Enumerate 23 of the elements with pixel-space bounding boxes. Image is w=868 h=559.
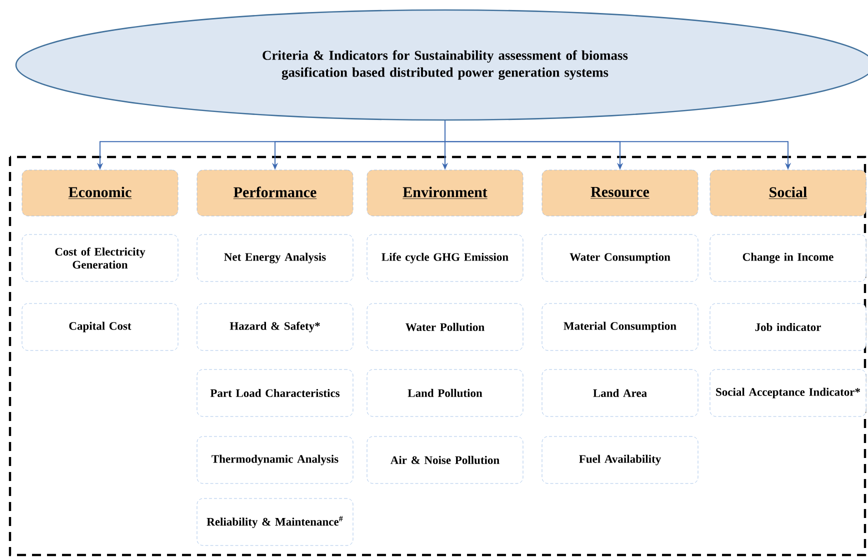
indicator-box: Change in Income	[710, 234, 866, 282]
indicator-box: Social Acceptance Indicator*	[710, 369, 866, 417]
indicator-box: Thermodynamic Analysis	[196, 436, 354, 484]
criterion-box: Economic	[22, 170, 178, 216]
indicator-box: Capital Cost	[22, 303, 178, 351]
indicator-box: Water Consumption	[542, 234, 698, 282]
indicator-box: Hazard & Safety*	[196, 303, 354, 351]
indicator-box: Cost of Electricity Generation	[22, 234, 178, 282]
indicator-box: Part Load Characteristics	[196, 369, 354, 417]
indicator-box: Reliability & Maintenance$^{#}$	[196, 498, 354, 546]
criterion-box: Resource	[542, 170, 698, 216]
indicator-box: Job indicator	[710, 303, 866, 351]
criterion-box: Performance	[196, 170, 354, 216]
indicator-box: Land Area	[542, 369, 698, 417]
indicator-box: Fuel Availability	[542, 436, 698, 484]
indicator-box: Life cycle GHG Emission	[366, 234, 524, 282]
indicator-box: Water Pollution	[366, 303, 524, 351]
indicator-box: Net Energy Analysis	[196, 234, 354, 282]
indicator-box: Land Pollution	[366, 369, 524, 417]
indicator-box: Air & Noise Pollution	[366, 436, 524, 484]
indicator-box: Material Consumption	[542, 303, 698, 351]
criterion-box: Environment	[366, 170, 524, 216]
criterion-box: Social	[710, 170, 866, 216]
